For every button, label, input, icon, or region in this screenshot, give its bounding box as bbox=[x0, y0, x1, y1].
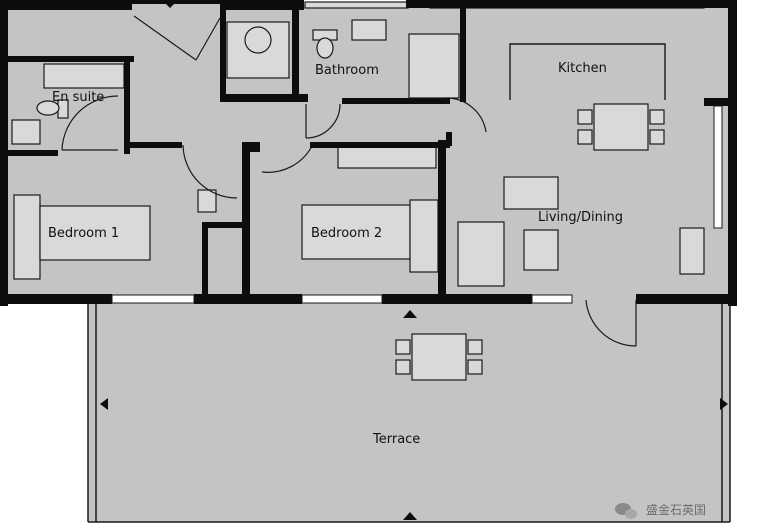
ensuite-door-swing bbox=[61, 95, 119, 151]
exterior-wall-right bbox=[728, 0, 737, 306]
bedroom-1-wardrobe bbox=[13, 194, 41, 280]
markers bbox=[100, 0, 728, 520]
exterior-wall-bottom-3 bbox=[382, 294, 532, 304]
watermark-text: 盛金石英国 bbox=[646, 502, 706, 517]
bedroom-1-wall-right bbox=[242, 142, 250, 302]
exterior-wall-top-mid bbox=[220, 0, 304, 10]
window-bedroom-2 bbox=[301, 294, 383, 304]
door-swings bbox=[61, 15, 637, 347]
washer-drum bbox=[244, 26, 272, 54]
wechat-icon bbox=[615, 503, 637, 519]
bathtub bbox=[408, 33, 460, 99]
bedroom-2-door-swing bbox=[261, 145, 313, 173]
label-en-suite: En suite bbox=[52, 90, 104, 105]
terrace-marker-right-icon bbox=[720, 398, 728, 410]
bedroom-1-inner-wall-v bbox=[202, 222, 208, 294]
living-wall-top bbox=[446, 132, 452, 146]
windows bbox=[111, 105, 723, 304]
label-living-dining: Living/Dining bbox=[538, 210, 623, 225]
label-terrace: Terrace bbox=[372, 432, 420, 447]
corridor-wall-h2 bbox=[310, 142, 450, 148]
label-bathroom: Bathroom bbox=[315, 63, 379, 78]
top-cupboard-left bbox=[304, 1, 409, 9]
kitchen-chair-2 bbox=[577, 129, 593, 145]
kitchen-chair-4 bbox=[649, 129, 665, 145]
window-living-right bbox=[713, 105, 723, 229]
corridor-wall-h bbox=[130, 142, 182, 148]
terrace-marker-bottom-icon bbox=[403, 512, 417, 520]
tv-unit bbox=[679, 227, 705, 275]
hall-wall-h1 bbox=[220, 94, 308, 102]
ensuite-wall-top bbox=[8, 56, 134, 62]
bathroom-wall-bottom bbox=[342, 98, 450, 104]
coffee-table bbox=[523, 229, 559, 271]
exterior-wall-bottom-4 bbox=[636, 294, 734, 304]
bedroom-1-side-table bbox=[197, 189, 217, 213]
walls bbox=[0, 0, 737, 306]
kitchen-chair-1 bbox=[577, 109, 593, 125]
terrace-chair-4 bbox=[467, 359, 483, 375]
exterior-wall-top-right bbox=[406, 0, 732, 8]
window-bedroom-1 bbox=[111, 294, 195, 304]
bedroom-2-shelf bbox=[337, 145, 437, 169]
window-living bbox=[531, 294, 573, 304]
bathroom-toilet-bowl bbox=[316, 37, 334, 59]
label-kitchen: Kitchen bbox=[558, 61, 607, 76]
terrace-chair-1 bbox=[395, 339, 411, 355]
label-bedroom-1: Bedroom 1 bbox=[48, 226, 119, 241]
entrance-arrow-icon bbox=[162, 0, 178, 8]
bathroom-sink bbox=[351, 19, 387, 41]
terrace-edges bbox=[87, 304, 731, 523]
terrace-floor bbox=[88, 300, 730, 522]
terrace-door-swing bbox=[585, 299, 637, 347]
bedroom-1-bed bbox=[39, 205, 151, 261]
living-door-swing bbox=[445, 97, 487, 133]
fixtures bbox=[11, 1, 705, 381]
ensuite-sink bbox=[11, 119, 41, 145]
ensuite-toilet-bowl bbox=[36, 100, 60, 116]
bedroom-1-inner-wall bbox=[202, 222, 242, 228]
exterior-wall-left bbox=[0, 0, 8, 306]
sofa bbox=[457, 221, 505, 287]
kitchen-counter bbox=[509, 43, 666, 100]
bathroom-door-swing bbox=[305, 103, 341, 139]
watermark: 盛金石英国 bbox=[615, 502, 706, 519]
terrace-chair-2 bbox=[395, 359, 411, 375]
kitchen-table bbox=[593, 103, 649, 151]
terrace-marker-top-icon bbox=[403, 310, 417, 318]
bedroom-divider-wall bbox=[242, 142, 260, 152]
armchair bbox=[503, 176, 559, 210]
exterior-wall-bottom-1 bbox=[0, 294, 112, 304]
kitchen-chair-3 bbox=[649, 109, 665, 125]
living-wall-right-segment bbox=[704, 98, 728, 106]
kitchen-wall-left bbox=[460, 8, 466, 102]
ensuite-wall-right bbox=[124, 60, 130, 154]
ensuite-wall-bottom bbox=[8, 150, 58, 156]
hall-wall-v1 bbox=[220, 10, 226, 102]
room-labels: En suite Bathroom Kitchen Bedroom 1 Bedr… bbox=[48, 61, 623, 447]
bedroom-2-wall-right bbox=[438, 140, 446, 300]
entrance-door-swing bbox=[133, 15, 221, 61]
bathroom-wall-left bbox=[292, 10, 299, 100]
bedroom-2-wardrobe bbox=[409, 199, 439, 273]
ensuite-shower bbox=[43, 63, 125, 89]
terrace-chair-3 bbox=[467, 339, 483, 355]
terrace-table bbox=[411, 333, 467, 381]
terrace-marker-left-icon bbox=[100, 398, 108, 410]
exterior-wall-top-left bbox=[0, 0, 132, 10]
bedroom-1-door-swing bbox=[182, 144, 238, 199]
label-bedroom-2: Bedroom 2 bbox=[311, 226, 382, 241]
